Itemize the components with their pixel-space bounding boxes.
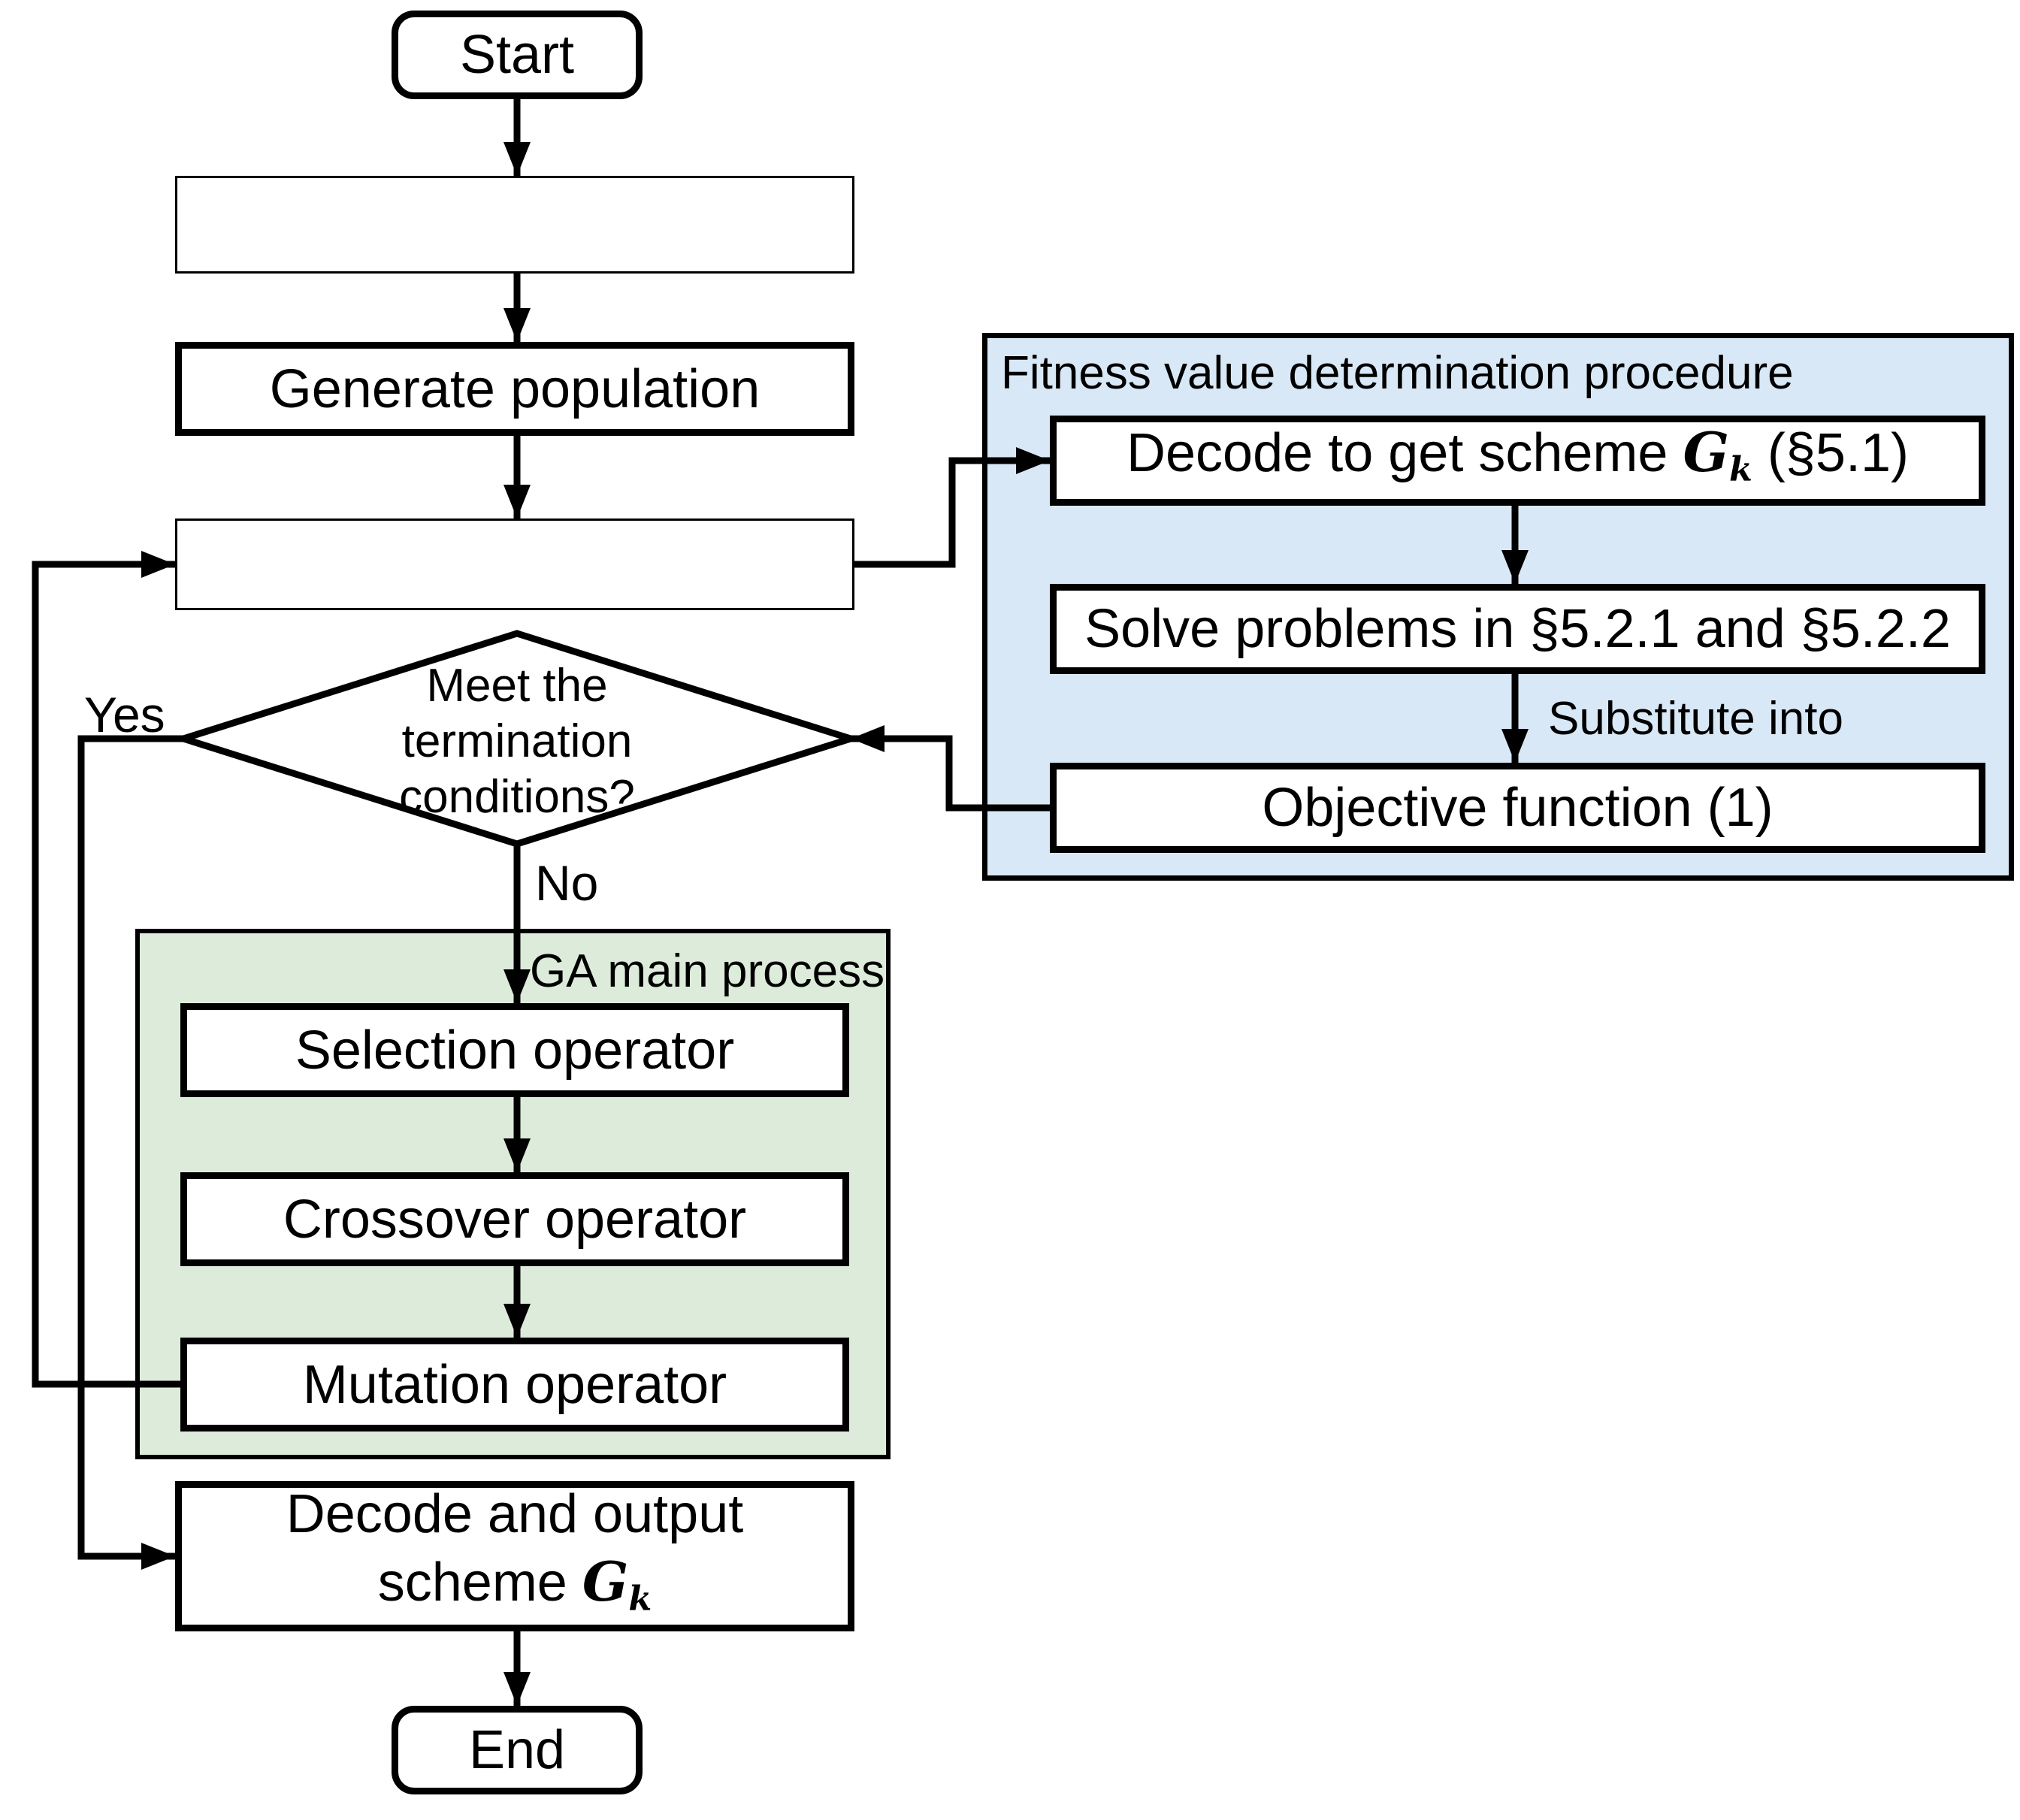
decode-g-symbol: G (1683, 419, 1729, 484)
generate-population-label: Generate population (269, 358, 761, 419)
edge-mutation-loop-to-blank2 (32, 551, 180, 1388)
edge-decision-yes-to-decode-output (77, 735, 183, 1570)
selection-operator-node: Selection operator (180, 1003, 849, 1097)
decode-scheme-suffix: (§5.1) (1752, 422, 1909, 483)
decode-output-line-1: Decode and output (286, 1483, 744, 1544)
ga-panel-title: GA main process (530, 945, 885, 997)
yes-edge-label: Yes (84, 687, 165, 742)
decode-scheme-label: Decode to get scheme Gk (§5.1) (1126, 419, 1909, 503)
blank-step-1 (175, 176, 854, 274)
decision-text: Meet the termination conditions? (329, 658, 705, 825)
end-node: End (392, 1706, 643, 1794)
selection-operator-label: Selection operator (295, 1020, 735, 1081)
solve-problems-label: Solve problems in §5.2.1 and §5.2.2 (1084, 599, 1951, 659)
objective-function-label: Objective function (1) (1262, 778, 1774, 838)
blank-step-2 (175, 518, 854, 610)
decision-line-3: conditions? (399, 771, 635, 823)
objective-function-node: Objective function (1) (1050, 763, 1985, 853)
decode-output-line-2: scheme Gk (378, 1548, 652, 1632)
end-label: End (468, 1720, 566, 1780)
no-edge-label: No (535, 855, 599, 911)
decode-scheme-prefix: Decode to get scheme (1126, 422, 1683, 483)
decode-scheme-node: Decode to get scheme Gk (§5.1) (1050, 416, 1985, 506)
start-node: Start (392, 11, 643, 99)
crossover-operator-label: Crossover operator (283, 1189, 747, 1250)
decode-g-subscript: k (1728, 449, 1752, 489)
mutation-operator-label: Mutation operator (302, 1354, 727, 1415)
edge-objective-to-decision (851, 725, 1050, 812)
decision-line-1: Meet the (426, 660, 608, 712)
decode-output-line-2-prefix: scheme (377, 1552, 582, 1613)
decode-output-node: Decode and output scheme Gk (175, 1481, 854, 1631)
decision-diamond (172, 630, 862, 848)
crossover-operator-node: Crossover operator (180, 1172, 849, 1266)
substitute-into-label: Substitute into (1548, 693, 1843, 745)
edge-blank2-to-decode-scheme (854, 447, 1050, 568)
generate-population-node: Generate population (175, 342, 854, 436)
fitness-panel-title: Fitness value determination procedure (1001, 347, 1794, 399)
decision-line-2: termination (401, 715, 633, 767)
solve-problems-node: Solve problems in §5.2.1 and §5.2.2 (1050, 584, 1985, 674)
start-label: Start (459, 25, 575, 85)
scheme-g-symbol: G (582, 1549, 629, 1613)
mutation-operator-node: Mutation operator (180, 1338, 849, 1432)
scheme-g-subscript: k (628, 1578, 652, 1619)
